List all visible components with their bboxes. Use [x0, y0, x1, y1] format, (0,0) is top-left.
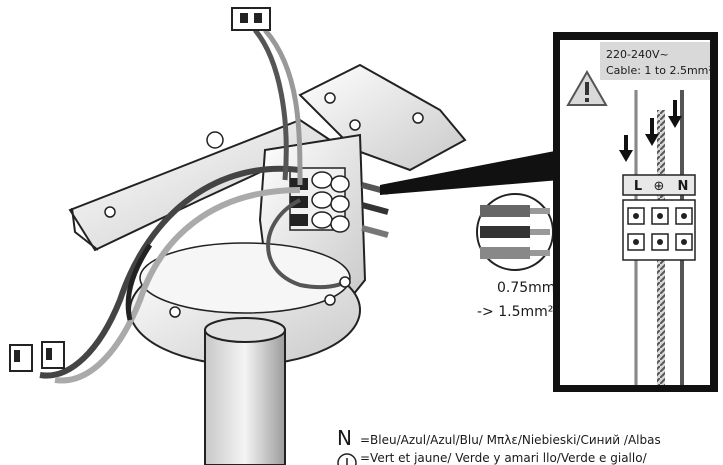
wire-size-min: 0.75mm²: [497, 280, 561, 296]
panel-terminal-block: [622, 199, 696, 261]
down-rod: [204, 329, 286, 465]
warning-triangle-icon: [566, 69, 608, 106]
wire-harness-left: [39, 165, 301, 379]
wire-top: [253, 28, 289, 181]
callout-wedge: [380, 150, 560, 195]
insertion-arrows: [619, 100, 682, 162]
terminal-label-l: L: [634, 179, 642, 194]
connector-plug-top: [231, 7, 271, 31]
legend-neutral-text: =Bleu/Azul/Azul/Blu/ Μπλε/Niebieski/Сини…: [360, 433, 661, 447]
fan-canopy-illustration: [9, 7, 467, 465]
terminal-label-n: N: [678, 179, 689, 194]
connector-plugs-left: [9, 341, 65, 372]
legend-n-symbol: N: [337, 426, 352, 450]
earth-ground-icon: [337, 453, 357, 465]
wiring-detail-panel: 220-240V~ Cable: 1 to 2.5mm² L ⊕ N: [553, 32, 718, 392]
wire-end-magnifier: [476, 193, 554, 271]
voltage-label: 220-240V~: [606, 48, 669, 61]
earth-icon: ⊕: [654, 179, 665, 194]
earth-wire-loop: [266, 198, 347, 290]
colour-legend: N =Bleu/Azul/Azul/Blu/ Μπλε/Niebieski/Си…: [337, 426, 661, 465]
cable-label: Cable: 1 to 2.5mm²: [606, 64, 713, 77]
wire-size-max: -> 1.5mm²: [477, 304, 553, 320]
legend-earth-text: =Vert et jaune/ Verde y amari llo/Verde …: [360, 451, 648, 465]
